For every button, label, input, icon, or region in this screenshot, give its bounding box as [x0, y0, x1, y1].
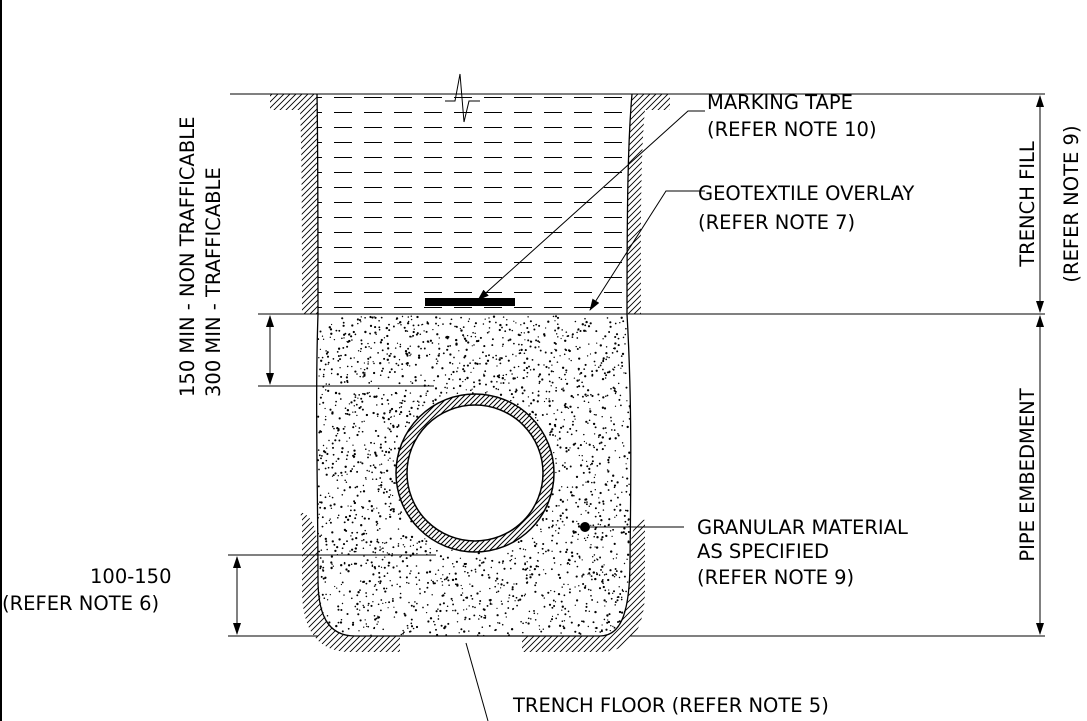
cover-label-line2: 300 MIN - TRAFFICABLE: [202, 167, 225, 397]
pipe-embedment-label: PIPE EMBEDMENT: [1016, 388, 1039, 561]
trench-fill-note: (REFER NOTE 9): [1060, 125, 1083, 282]
geotextile-note: (REFER NOTE 7): [698, 211, 855, 234]
bedding-dimension: [228, 554, 436, 637]
marking-tape-note: (REFER NOTE 10): [707, 118, 877, 141]
marking-tape: [425, 298, 515, 306]
geotextile-label: GEOTEXTILE OVERLAY: [698, 182, 914, 205]
trench-fill-label: TRENCH FILL: [1016, 141, 1039, 268]
zone-dimension: [630, 95, 1045, 637]
granular-material-spec: AS SPECIFIED: [697, 540, 829, 563]
natural-ground-hatch-right: [522, 94, 670, 652]
trench-fill-zone: [317, 94, 632, 314]
cover-dimension: [258, 313, 434, 387]
break-mark: [445, 73, 480, 123]
granular-material-label: GRANULAR MATERIAL: [697, 516, 908, 539]
geotextile-leader: [589, 190, 705, 311]
pipe: [395, 393, 555, 553]
marking-tape-label: MARKING TAPE: [707, 91, 853, 114]
bedding-depth-note: (REFER NOTE 6): [2, 592, 159, 615]
granular-embedment-zone: [316, 315, 631, 636]
natural-ground-hatch-left: [270, 94, 400, 652]
bedding-depth-label: 100-150: [90, 565, 171, 588]
trench-floor-leader: [465, 642, 489, 721]
marking-tape-leader: [477, 110, 705, 301]
granular-material-note: (REFER NOTE 9): [697, 566, 854, 589]
cover-label-line1: 150 MIN - NON TRAFFICABLE: [176, 117, 199, 397]
trench-floor-label: TRENCH FLOOR (REFER NOTE 5): [512, 694, 829, 717]
